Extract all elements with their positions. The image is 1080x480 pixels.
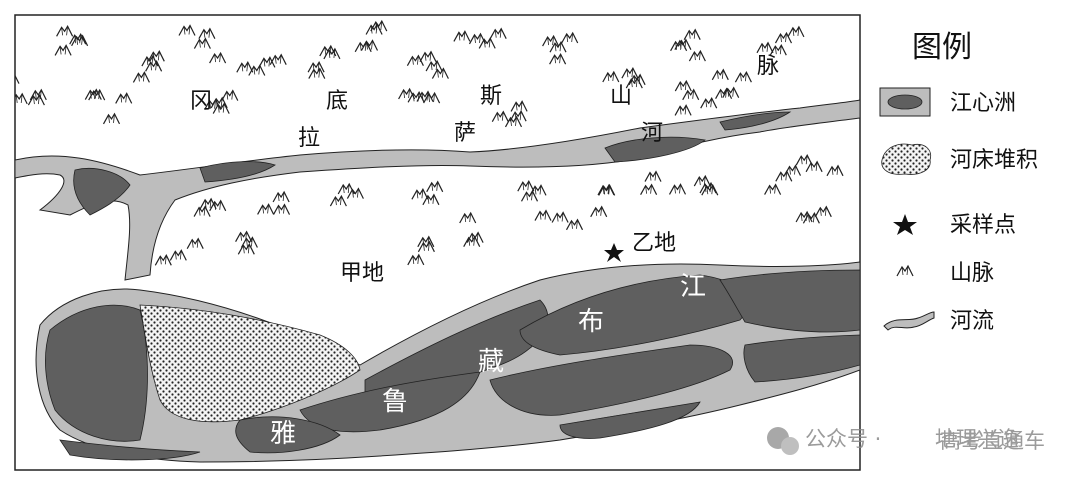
mountain-icon — [896, 265, 914, 277]
watermark-text-a: 地理兴逸 — [935, 427, 1019, 451]
legend-label-island: 江心洲 — [950, 91, 1016, 116]
label-gangdise-4: 山 — [610, 84, 632, 109]
riverbed-deposit — [139, 304, 361, 423]
watermark: 公众号 · 地理兴逸 高考直通车 — [767, 427, 1045, 455]
label-yarlung-2: 鲁 — [382, 387, 408, 417]
legend-label-sediment: 河床堆积 — [950, 148, 1038, 173]
label-yi: 乙地 — [632, 231, 676, 256]
label-yarlung-5: 江 — [680, 272, 706, 302]
label-lasa-3: 河 — [641, 121, 663, 146]
sediment-swatch-icon — [881, 143, 932, 175]
sampling-point-star-icon — [604, 243, 624, 262]
legend-label-river: 河流 — [950, 309, 994, 334]
legend: 图例 江心洲 河床堆积 采样点 山脉 河流 — [879, 30, 1038, 334]
label-gangdise-5: 脉 — [757, 54, 779, 79]
star-icon — [893, 214, 917, 235]
legend-label-mountain: 山脉 — [950, 261, 994, 286]
label-yarlung-3: 藏 — [478, 347, 504, 377]
label-gangdise-1: 冈 — [190, 89, 212, 114]
watermark-text-b: 高考直通车 — [940, 429, 1045, 453]
river-swatch-icon — [883, 311, 935, 331]
label-lasa-1: 拉 — [298, 126, 320, 151]
label-gangdise-3: 斯 — [480, 84, 502, 109]
watermark-prefix: 公众号 · — [805, 427, 881, 451]
label-gangdise-2: 底 — [326, 89, 348, 114]
label-jia: 甲地 — [340, 261, 384, 286]
legend-label-sample: 采样点 — [950, 213, 1016, 238]
legend-title: 图例 — [912, 30, 972, 65]
label-yarlung-1: 雅 — [270, 419, 296, 449]
label-yarlung-4: 布 — [578, 307, 604, 337]
label-lasa-2: 萨 — [454, 121, 476, 146]
